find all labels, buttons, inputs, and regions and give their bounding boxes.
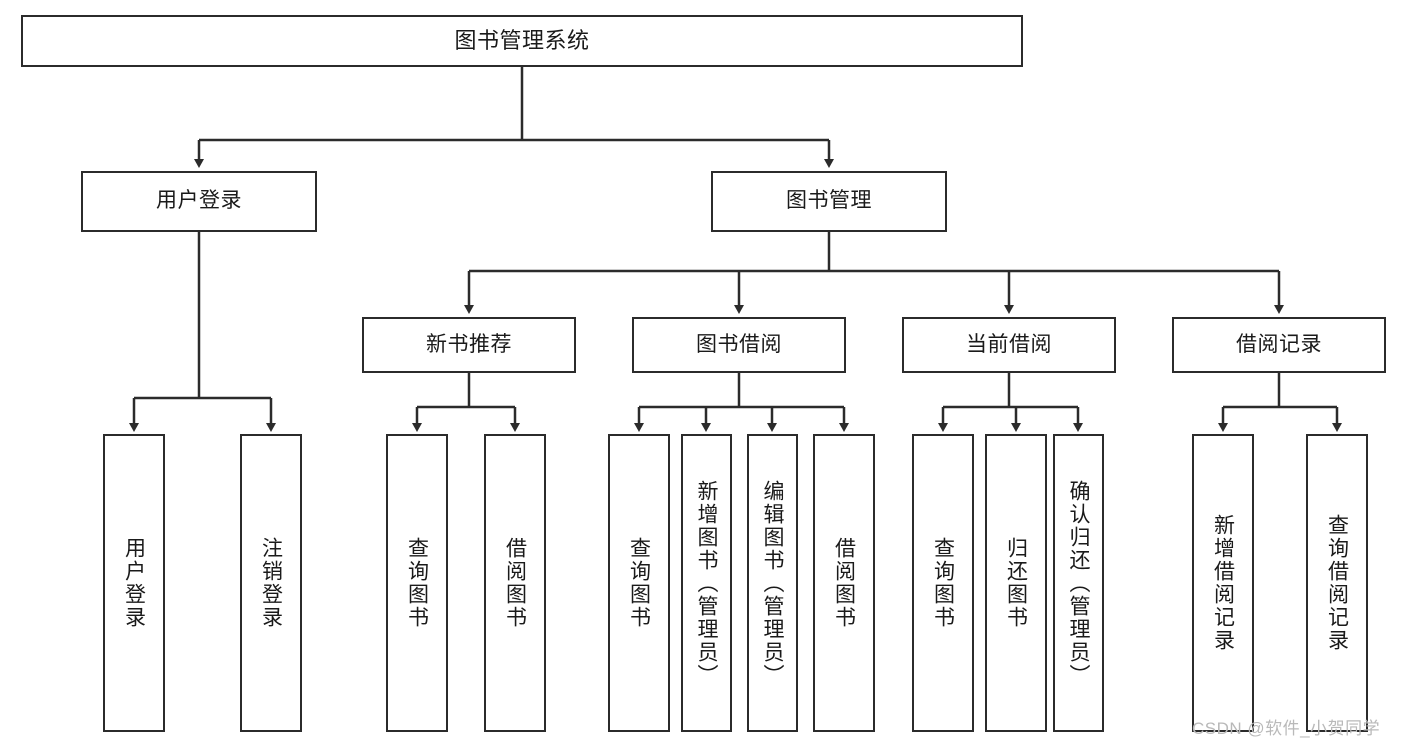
edges-newbook-to-leaves <box>412 373 520 432</box>
node-leaf-edit-book[interactable]: 编辑图书（管理员） <box>747 434 798 732</box>
edges-root-to-level2 <box>194 67 834 168</box>
node-leaf-query-record-label: 查询借阅记录 <box>1325 514 1349 652</box>
node-borrow-record[interactable]: 借阅记录 <box>1172 317 1386 373</box>
node-new-book-recommend-label: 新书推荐 <box>426 332 512 356</box>
node-book-manage-label: 图书管理 <box>786 189 872 213</box>
node-new-book-recommend[interactable]: 新书推荐 <box>362 317 576 373</box>
node-borrow-record-label: 借阅记录 <box>1236 332 1322 356</box>
node-leaf-borrow-book-1[interactable]: 借阅图书 <box>484 434 546 732</box>
node-book-borrow-label: 图书借阅 <box>696 332 782 356</box>
edges-borrowrecord-to-leaves <box>1218 373 1342 432</box>
edges-bookborrow-to-leaves <box>634 373 849 432</box>
csdn-watermark: CSDN @软件_小贺同学 <box>1192 719 1381 738</box>
node-leaf-add-book[interactable]: 新增图书（管理员） <box>681 434 732 732</box>
node-leaf-user-login-label: 用户登录 <box>122 537 146 629</box>
node-leaf-query-book-3-label: 查询图书 <box>931 537 955 629</box>
node-leaf-add-record-label: 新增借阅记录 <box>1211 514 1235 652</box>
node-leaf-user-logout-label: 注销登录 <box>259 537 283 629</box>
node-leaf-user-logout[interactable]: 注销登录 <box>240 434 302 732</box>
node-user-login[interactable]: 用户登录 <box>81 171 317 232</box>
node-leaf-borrow-book-1-label: 借阅图书 <box>503 537 527 629</box>
node-leaf-query-book-2-label: 查询图书 <box>627 537 651 629</box>
node-current-borrow[interactable]: 当前借阅 <box>902 317 1116 373</box>
node-leaf-query-book-3[interactable]: 查询图书 <box>912 434 974 732</box>
node-leaf-user-login[interactable]: 用户登录 <box>103 434 165 732</box>
node-user-login-label: 用户登录 <box>156 189 242 213</box>
node-leaf-add-book-label: 新增图书（管理员） <box>695 479 718 687</box>
node-leaf-query-book-1[interactable]: 查询图书 <box>386 434 448 732</box>
node-leaf-borrow-book-2[interactable]: 借阅图书 <box>813 434 875 732</box>
edges-userlogin-to-leaves <box>129 232 276 432</box>
node-leaf-add-record[interactable]: 新增借阅记录 <box>1192 434 1254 732</box>
edges-bookmanage-to-level3 <box>464 232 1284 314</box>
node-leaf-borrow-book-2-label: 借阅图书 <box>832 537 856 629</box>
node-leaf-return-book-label: 归还图书 <box>1004 537 1028 629</box>
node-leaf-confirm-return-label: 确认归还（管理员） <box>1067 479 1090 687</box>
node-book-manage[interactable]: 图书管理 <box>711 171 947 232</box>
node-leaf-confirm-return[interactable]: 确认归还（管理员） <box>1053 434 1104 732</box>
edges-currentborrow-to-leaves <box>938 373 1083 432</box>
node-leaf-edit-book-label: 编辑图书（管理员） <box>761 479 784 687</box>
node-leaf-query-book-1-label: 查询图书 <box>405 537 429 629</box>
node-book-borrow[interactable]: 图书借阅 <box>632 317 846 373</box>
node-leaf-return-book[interactable]: 归还图书 <box>985 434 1047 732</box>
node-leaf-query-book-2[interactable]: 查询图书 <box>608 434 670 732</box>
node-current-borrow-label: 当前借阅 <box>966 332 1052 356</box>
node-root-label: 图书管理系统 <box>454 28 590 54</box>
node-leaf-query-record[interactable]: 查询借阅记录 <box>1306 434 1368 732</box>
node-root[interactable]: 图书管理系统 <box>21 15 1023 67</box>
